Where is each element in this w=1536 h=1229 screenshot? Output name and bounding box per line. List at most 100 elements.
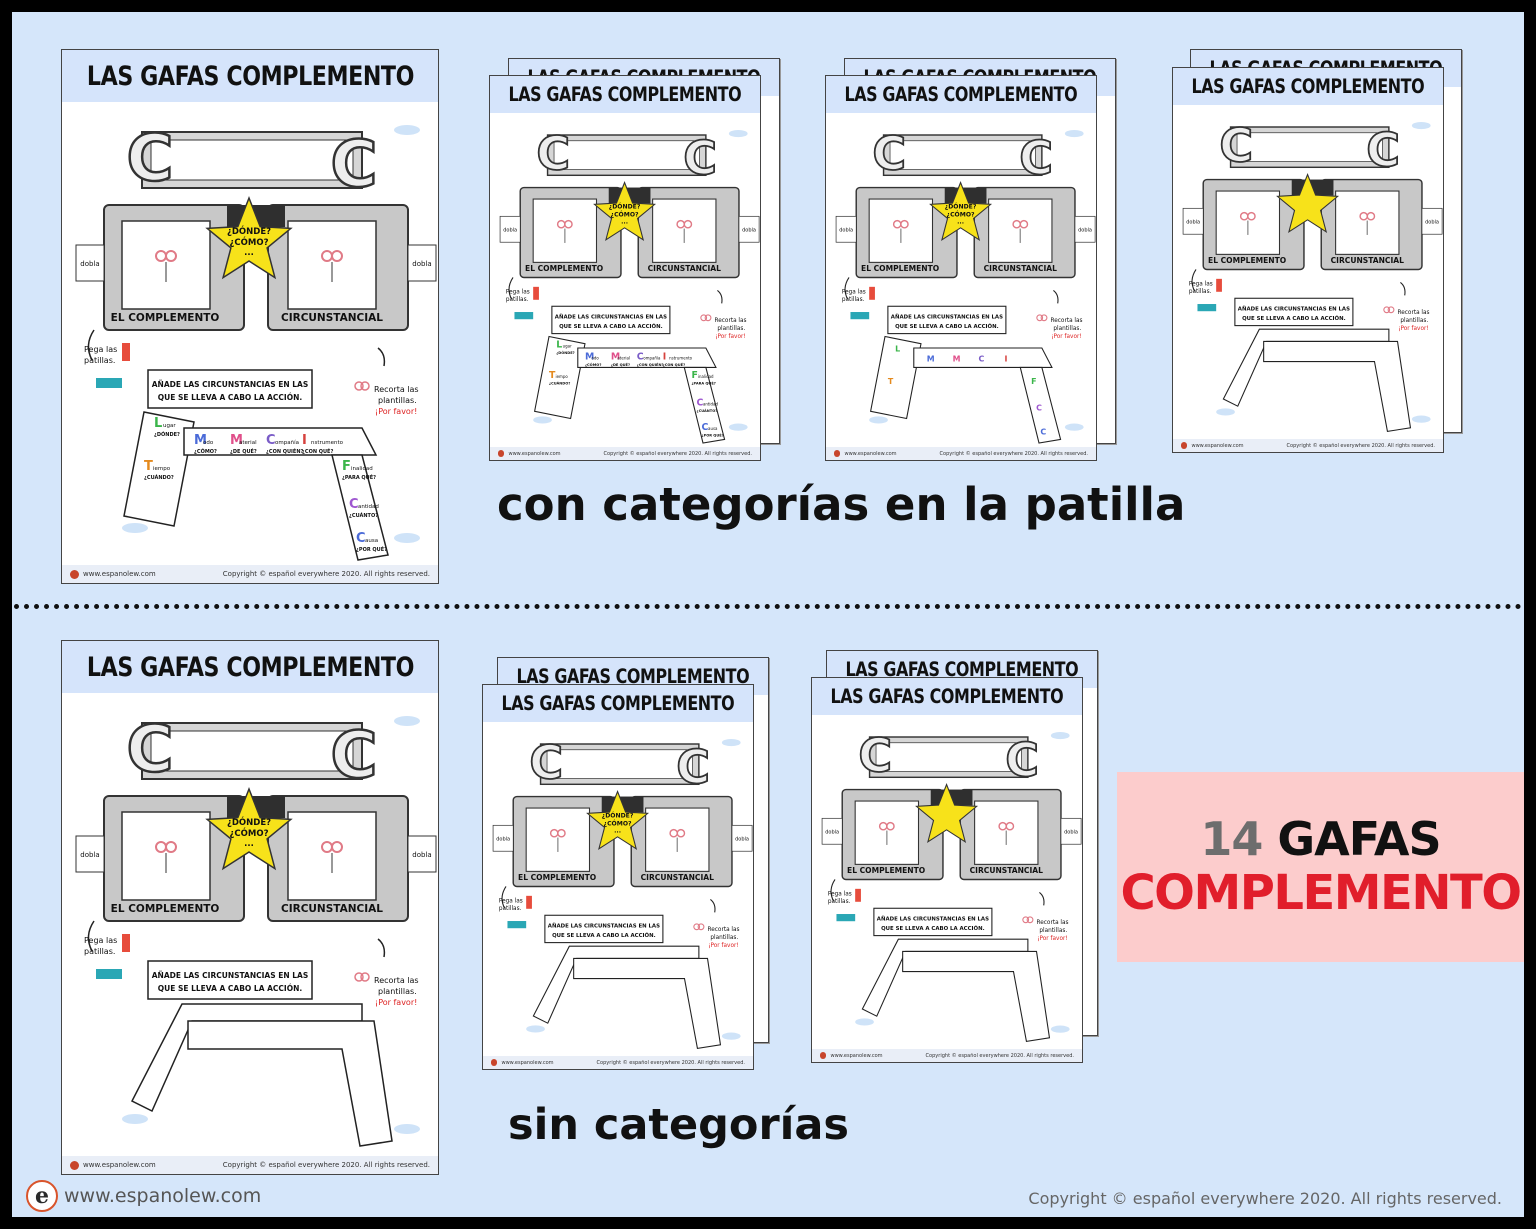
promo-gafas: GAFAS <box>1277 812 1441 866</box>
worksheet-title-band: LAS GAFAS COMPLEMENTO <box>62 50 438 102</box>
right-lens-label: CIRCUNSTANCIAL <box>281 903 383 915</box>
category-letter: L <box>154 416 162 431</box>
tape-icon <box>836 914 856 922</box>
arrow-icon <box>1039 892 1045 906</box>
right-fold-tab <box>731 824 753 852</box>
category-question: ¿CON QUIÉN? <box>266 447 304 455</box>
instruction-box <box>147 960 313 1000</box>
category-letter: M <box>927 355 935 364</box>
cloud-icon <box>394 1124 420 1134</box>
cut-instruction: plantillas. <box>1400 318 1428 324</box>
tape-icon <box>507 921 527 929</box>
category-word: inalidad <box>698 374 714 379</box>
worksheet-title: LAS GAFAS COMPLEMENTO <box>516 665 750 689</box>
category-question: ¿CÓMO? <box>585 362 601 367</box>
glue-instruction: patillas. <box>828 899 851 905</box>
cloud-icon <box>1216 408 1235 416</box>
site-url[interactable]: www.espanolew.com <box>64 1185 262 1207</box>
scissors-icon <box>1366 211 1376 221</box>
category-letter: M <box>953 355 961 364</box>
fold-label: dobla <box>742 227 756 233</box>
category-letter: C <box>697 398 704 409</box>
star-text: ¿CÓMO? <box>611 209 639 218</box>
category-letter: T <box>888 377 894 386</box>
worksheet-title-band: LAS GAFAS COMPLEMENTO <box>62 641 438 693</box>
scissors-icon <box>1022 916 1030 924</box>
cloud-icon <box>394 716 420 726</box>
star-text: ¿CÓMO? <box>604 818 632 827</box>
category-word: odo <box>203 440 214 446</box>
right-lens-label: CIRCUNSTANCIAL <box>970 866 1043 875</box>
glasses-top-box <box>889 140 1036 170</box>
glue-stick-icon <box>533 286 539 300</box>
right-fold-tab <box>407 244 437 282</box>
instruction-text: AÑADE LAS CIRCUNSTANCIAS EN LAS <box>891 313 1003 320</box>
worksheet-title: LAS GAFAS COMPLEMENTO <box>845 658 1079 682</box>
glue-stick-icon <box>869 286 875 300</box>
category-question: ¿POR QUÉ? <box>702 433 724 438</box>
right-lens-label: CIRCUNSTANCIAL <box>984 264 1057 273</box>
worksheet-title-band: LAS GAFAS COMPLEMENTO <box>812 678 1082 716</box>
cut-instruction: Recorta las <box>708 927 740 933</box>
star-text: ¿CÓMO? <box>229 827 268 839</box>
worksheet-title: LAS GAFAS COMPLEMENTO <box>501 692 735 716</box>
glasses-top-box <box>1236 132 1383 162</box>
temple-strip-right <box>902 950 1051 1042</box>
category-question: ¿CON QUÉ? <box>302 447 333 455</box>
scissors-icon <box>1247 211 1256 221</box>
glue-stick-icon <box>855 888 861 902</box>
star-text: ... <box>614 828 621 835</box>
instruction-text: QUE SE LLEVA A CABO LA ACCIÓN. <box>552 932 656 939</box>
star-icon <box>205 195 293 280</box>
category-question: ¿CUÁNDO? <box>549 381 570 386</box>
worksheet-title-band: LAS GAFAS COMPLEMENTO <box>490 76 760 114</box>
arrow-icon <box>501 886 507 909</box>
instruction-text: QUE SE LLEVA A CABO LA ACCIÓN. <box>158 984 303 993</box>
category-letter: C <box>1036 404 1042 413</box>
copyright-notice: Copyright © español everywhere 2020. All… <box>1028 1189 1502 1208</box>
scissors-icon <box>700 314 708 322</box>
category-word: odo <box>591 356 599 361</box>
star-icon <box>915 783 979 843</box>
category-letter: F <box>1031 377 1036 386</box>
scissors-icon <box>900 219 909 229</box>
letter-c-badge: C <box>872 127 906 181</box>
star-text: ... <box>244 839 254 849</box>
category-word: aterial <box>239 440 257 446</box>
scissors-icon <box>557 828 566 838</box>
right-fold-tab <box>1060 817 1082 845</box>
worksheet-title-band: LAS GAFAS COMPLEMENTO <box>1173 68 1443 106</box>
worksheet-footer-copyright: Copyright © español everywhere 2020. All… <box>925 1052 1074 1059</box>
category-letter: I <box>663 352 666 363</box>
star-text: ¿CÓMO? <box>229 236 268 248</box>
cloud-icon <box>1064 129 1084 138</box>
logo-icon <box>498 450 505 457</box>
cut-instruction: plantillas. <box>378 396 417 405</box>
category-word: nstrumento <box>669 356 693 361</box>
worksheet-footer-site: www.espanolew.com <box>70 569 156 579</box>
cut-instruction: Recorta las <box>715 318 747 324</box>
cloud-icon <box>122 1114 148 1124</box>
category-letter: C <box>1040 427 1046 436</box>
fold-label: dobla <box>80 851 99 859</box>
star-text: ¿DÓNDE? <box>609 201 641 210</box>
cut-instruction: plantillas. <box>378 987 417 996</box>
glue-stick-icon <box>122 934 130 952</box>
worksheet-footer-site: www.espanolew.com <box>834 450 897 457</box>
cut-instruction: plantillas. <box>717 326 745 332</box>
scissors-icon <box>331 841 343 853</box>
temple-strip-left <box>130 1003 363 1113</box>
category-letter: I <box>1004 355 1007 364</box>
star-text: ¿DÓNDE? <box>945 201 977 210</box>
cloud-icon <box>855 1018 874 1026</box>
